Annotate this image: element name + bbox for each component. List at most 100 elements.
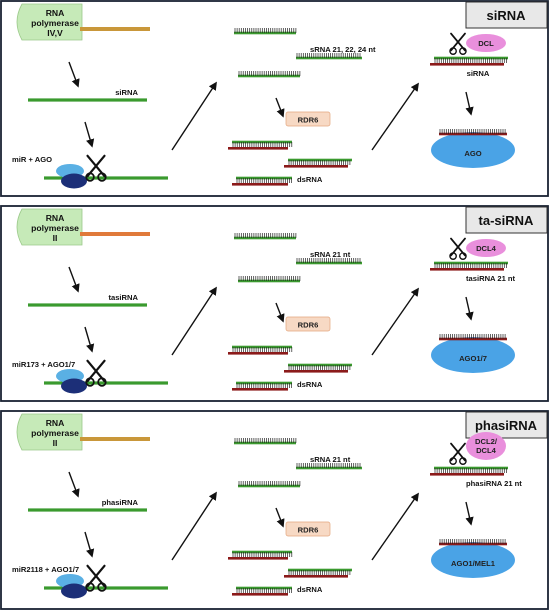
polymerase-label-line2: polymerase xyxy=(31,428,79,438)
transcript-label: phasiRNA xyxy=(102,498,139,507)
arrow-to-cleavage xyxy=(84,326,95,353)
rdr6-box xyxy=(285,521,331,537)
srna-strand-1 xyxy=(234,438,297,445)
srna-label: sRNA 21 nt xyxy=(310,250,351,259)
dcl-scissors-icon xyxy=(449,32,467,55)
loaded-sirna-strand xyxy=(439,539,507,546)
ago-label: AGO xyxy=(464,149,481,158)
dcl-enzyme-shape xyxy=(466,34,506,52)
loaded-sirna-strand xyxy=(439,334,507,341)
polymerase-label-line3: II xyxy=(53,438,58,448)
dsrna-duplex-1 xyxy=(228,345,293,355)
scissors-icon xyxy=(85,359,107,387)
dcl-label-line1: DCL2/ xyxy=(475,437,498,446)
srna-strand-1 xyxy=(234,233,297,240)
polymerase-label-line2: polymerase xyxy=(31,223,79,233)
polymerase-dna-tail xyxy=(80,27,150,31)
polymerase-label-line1: RNA xyxy=(46,213,65,223)
arrow-to-srna xyxy=(171,286,217,356)
arrow-to-transcript xyxy=(68,61,80,88)
arrow-to-rdr6 xyxy=(275,302,285,323)
mir-ago-label: miR + AGO xyxy=(12,155,52,164)
mirna-guide-shape xyxy=(61,378,87,394)
dsrna-duplex-2 xyxy=(284,158,352,168)
ago-complex-shape xyxy=(431,542,515,578)
dsrna-duplex-3 xyxy=(232,586,292,596)
srna-strand-2 xyxy=(296,53,362,60)
arrow-to-dcl xyxy=(371,492,419,561)
arrow-to-ago xyxy=(465,296,474,321)
polymerase-label-line2: polymerase xyxy=(31,18,79,28)
srna-strand-2 xyxy=(296,258,362,265)
arrow-to-ago xyxy=(465,91,474,116)
dcl-scissors-icon xyxy=(449,442,467,465)
scissors-icon xyxy=(85,154,107,182)
polymerase-label-line3: IV,V xyxy=(47,28,63,38)
dcl-label: DCL4 xyxy=(476,244,497,253)
srna-strand-1 xyxy=(234,28,297,35)
arrow-to-transcript xyxy=(68,471,80,498)
dsrna-duplex-1 xyxy=(228,140,293,150)
panel-title: siRNA xyxy=(486,8,526,23)
arrow-to-dcl xyxy=(371,82,419,151)
transcript-strand xyxy=(28,98,147,102)
transcript-strand xyxy=(28,303,147,307)
rna-polymerase-shape xyxy=(16,3,83,41)
arrow-to-cleavage xyxy=(84,531,95,558)
dcl-product-duplex xyxy=(430,56,508,66)
srna-strand-3 xyxy=(238,481,301,488)
dcl-scissors-icon xyxy=(449,237,467,260)
dcl-label: DCL xyxy=(478,39,494,48)
dsrna-duplex-1 xyxy=(228,550,293,560)
dcl-product-label: siRNA xyxy=(467,69,490,78)
arrow-to-cleavage xyxy=(84,121,95,148)
srna-label: sRNA 21 nt xyxy=(310,455,351,464)
dsrna-duplex-2 xyxy=(284,363,352,373)
rdr6-box xyxy=(285,316,331,332)
dsrna-duplex-3 xyxy=(232,176,292,186)
transcript-strand xyxy=(28,508,147,512)
dcl-enzyme-shape xyxy=(466,239,506,257)
dcl-product-label: tasiRNA 21 nt xyxy=(466,274,516,283)
mirna-guide-shape xyxy=(61,583,87,599)
mir-ago-label: miR2118 + AGO1/7 xyxy=(12,565,79,574)
dsrna-label: dsRNA xyxy=(297,380,323,389)
transcript-label: siRNA xyxy=(115,88,138,97)
rna-polymerase-shape xyxy=(16,208,83,246)
mir-ago-label: miR173 + AGO1/7 xyxy=(12,360,75,369)
dsrna-label: dsRNA xyxy=(297,175,323,184)
ago-complex-shape xyxy=(431,132,515,168)
srna-strand-3 xyxy=(238,276,301,283)
rdr6-label: RDR6 xyxy=(298,116,319,125)
srna-strand-2 xyxy=(296,463,362,470)
arrow-to-rdr6 xyxy=(275,507,285,528)
rna-polymerase-shape xyxy=(16,413,83,451)
arrow-to-dcl xyxy=(371,287,419,356)
rdr6-label: RDR6 xyxy=(298,526,319,535)
mirna-guide-shape xyxy=(61,173,87,189)
dcl-product-label: phasiRNA 21 nt xyxy=(466,479,522,488)
dcl-product-duplex xyxy=(430,466,508,476)
polymerase-label-line1: RNA xyxy=(46,418,65,428)
ago-label: AGO1/7 xyxy=(459,354,487,363)
scissors-icon xyxy=(85,564,107,592)
polymerase-label-line3: II xyxy=(53,233,58,243)
dsrna-label: dsRNA xyxy=(297,585,323,594)
panel-title-box xyxy=(465,1,548,29)
ago-complex-shape xyxy=(431,337,515,373)
srna-label: sRNA 21, 22, 24 nt xyxy=(310,45,376,54)
arrow-to-ago xyxy=(465,501,474,526)
srna-strand-3 xyxy=(238,71,301,78)
dcl-product-duplex xyxy=(430,261,508,271)
polymerase-dna-tail xyxy=(80,437,150,441)
panel-title: ta-siRNA xyxy=(479,213,535,228)
arrow-to-transcript xyxy=(68,266,80,293)
dcl-enzyme-shape xyxy=(466,432,506,460)
ago-label: AGO1/MEL1 xyxy=(451,559,496,568)
rdr6-box xyxy=(285,111,331,127)
loaded-sirna-strand xyxy=(439,129,507,136)
